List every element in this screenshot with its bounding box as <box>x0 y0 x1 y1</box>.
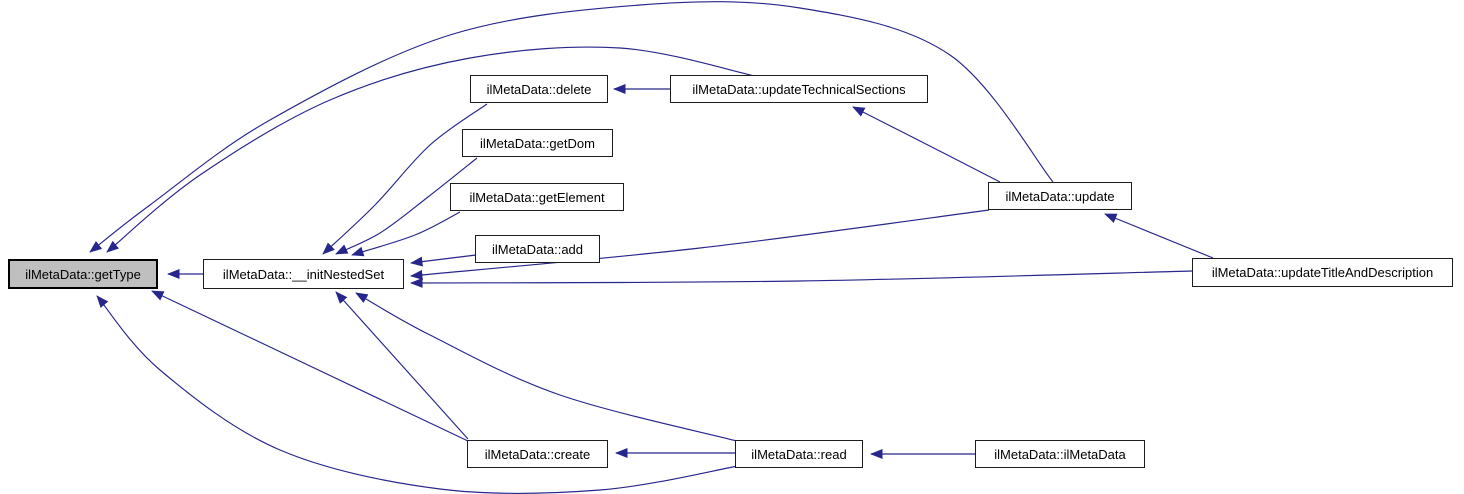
node-label: ilMetaData::updateTechnicalSections <box>692 81 906 97</box>
node-updateTitleAndDescription[interactable]: ilMetaData::updateTitleAndDescription <box>1192 258 1453 287</box>
node-updateTechnicalSections[interactable]: ilMetaData::updateTechnicalSections <box>670 75 928 103</box>
edge-add-to-initNestedSet <box>410 254 477 267</box>
node-label: ilMetaData::create <box>484 446 591 462</box>
node-label: ilMetaData::delete <box>486 81 592 97</box>
edge-read-to-getType <box>96 295 739 494</box>
edge-create-to-initNestedSet <box>335 291 469 440</box>
node-label: ilMetaData::updateTitleAndDescription <box>1211 265 1434 280</box>
node-ilMetaData[interactable]: ilMetaData::ilMetaData <box>975 440 1145 468</box>
edge-update-to-getType <box>89 1 1054 253</box>
node-add[interactable]: ilMetaData::add <box>475 235 600 263</box>
node-update[interactable]: ilMetaData::update <box>988 182 1132 210</box>
edge-update-to-initNestedSet <box>410 209 990 280</box>
node-create[interactable]: ilMetaData::create <box>467 440 608 468</box>
edge-update-to-updateTechnicalSections <box>852 106 1001 183</box>
edge-updateTechnicalSections-to-getType <box>106 46 756 253</box>
edge-delete-to-initNestedSet <box>322 103 488 255</box>
node-label: ilMetaData::update <box>1005 188 1115 204</box>
node-label: ilMetaData::add <box>491 241 584 257</box>
edge-updateTitleAndDescription-to-initNestedSet <box>410 270 1193 288</box>
node-label: ilMetaData::ilMetaData <box>994 446 1126 462</box>
node-label: ilMetaData::getElement <box>469 189 605 205</box>
node-initNestedSet[interactable]: ilMetaData::__initNestedSet <box>203 259 404 289</box>
node-getType: ilMetaData::getType <box>8 259 158 289</box>
edge-getElement-to-initNestedSet <box>351 211 461 257</box>
node-label: ilMetaData::__initNestedSet <box>222 266 385 282</box>
edge-getDom-to-initNestedSet <box>335 157 478 255</box>
node-getElement[interactable]: ilMetaData::getElement <box>450 183 624 211</box>
node-label: ilMetaData::read <box>751 446 847 462</box>
node-delete[interactable]: ilMetaData::delete <box>470 75 608 103</box>
node-label: ilMetaData::getType <box>25 266 141 282</box>
node-read[interactable]: ilMetaData::read <box>735 440 863 468</box>
edge-create-to-getType <box>151 290 469 442</box>
edge-updateTitleAndDescription-to-update <box>1104 213 1214 259</box>
node-label: ilMetaData::getDom <box>480 135 595 151</box>
node-getDom[interactable]: ilMetaData::getDom <box>462 129 613 157</box>
edge-read-to-initNestedSet <box>355 292 738 442</box>
